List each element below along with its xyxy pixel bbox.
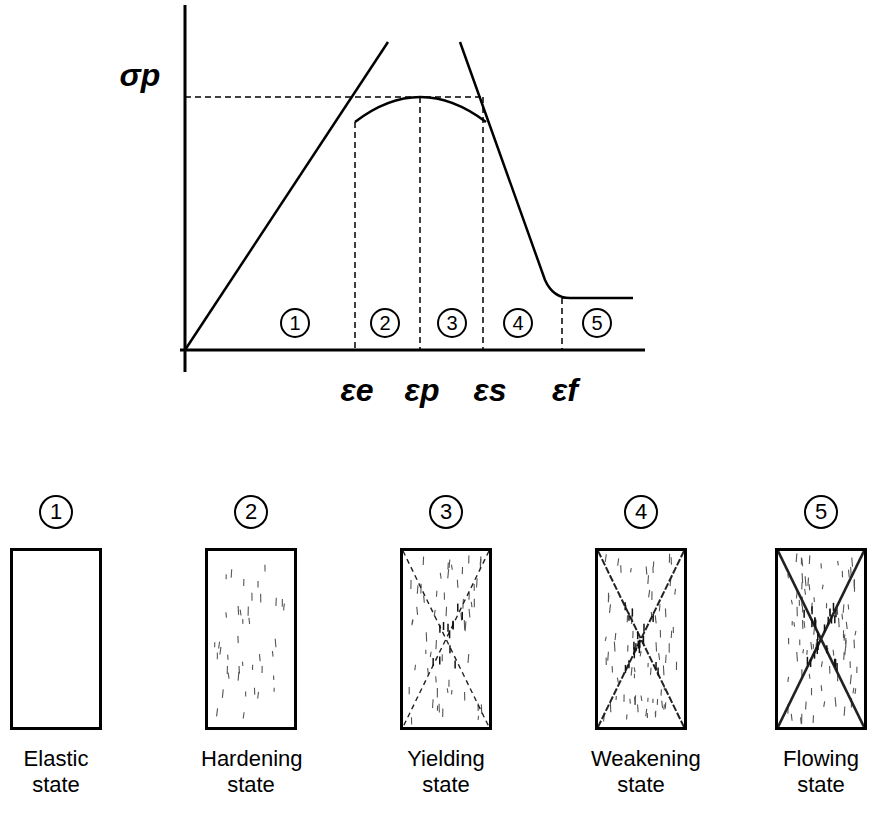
strain-label: εf xyxy=(552,374,578,406)
specimen: 2Hardening state xyxy=(205,478,297,808)
specimen-box xyxy=(775,548,867,730)
stage-number: 4 xyxy=(503,308,533,338)
strain-guide xyxy=(419,97,421,350)
stress-label: σp xyxy=(120,59,161,91)
callout-number: 4 xyxy=(635,501,647,523)
stage-number: 2 xyxy=(370,308,400,338)
callout-number: 2 xyxy=(245,501,257,523)
state-caption: Elastic state xyxy=(6,746,106,799)
stage-number: 5 xyxy=(582,308,612,338)
callout-number: 2 xyxy=(379,313,390,333)
strain-label: εs xyxy=(473,374,506,406)
stage-circle: 2 xyxy=(234,495,268,529)
strain-guide xyxy=(482,97,484,350)
state-caption: Yielding state xyxy=(396,746,496,799)
strain-guide xyxy=(354,122,356,350)
specimen: 3Yielding state xyxy=(400,478,492,808)
specimen: 5Flowing state xyxy=(775,478,867,808)
callout-number: 5 xyxy=(591,313,602,333)
strain-guide xyxy=(561,298,563,350)
callout-number: 4 xyxy=(512,313,523,333)
peak-stress-line xyxy=(185,96,483,98)
stage-circle: 4 xyxy=(624,495,658,529)
specimen: 4Weakening state xyxy=(595,478,687,808)
callout-number: 3 xyxy=(440,501,452,523)
crack-pattern xyxy=(208,551,294,727)
residual-line xyxy=(562,297,633,299)
state-caption: Hardening state xyxy=(201,746,301,799)
specimen-box xyxy=(10,548,102,730)
stage-circle: 5 xyxy=(804,495,838,529)
specimen-box xyxy=(595,548,687,730)
strain-label: εe xyxy=(340,374,373,406)
specimen-box xyxy=(400,548,492,730)
elastic-line xyxy=(185,42,388,350)
state-caption: Weakening state xyxy=(591,746,691,799)
y-axis xyxy=(184,5,187,372)
strain-label: εp xyxy=(405,374,440,406)
crack-pattern xyxy=(778,551,864,727)
crack-pattern xyxy=(598,551,684,727)
state-caption: Flowing state xyxy=(771,746,871,799)
softening-curve xyxy=(460,42,633,298)
crack-pattern xyxy=(13,551,99,727)
crack-pattern xyxy=(403,551,489,727)
stage-number: 1 xyxy=(280,308,310,338)
callout-number: 1 xyxy=(50,501,62,523)
specimen-box xyxy=(205,548,297,730)
callout-number: 5 xyxy=(815,501,827,523)
stage-circle: 3 xyxy=(429,495,463,529)
callout-number: 1 xyxy=(289,313,300,333)
stage-circle: 1 xyxy=(39,495,73,529)
x-axis xyxy=(180,349,645,352)
callout-number: 3 xyxy=(446,313,457,333)
stage-number: 3 xyxy=(437,308,467,338)
specimen: 1Elastic state xyxy=(10,478,102,808)
